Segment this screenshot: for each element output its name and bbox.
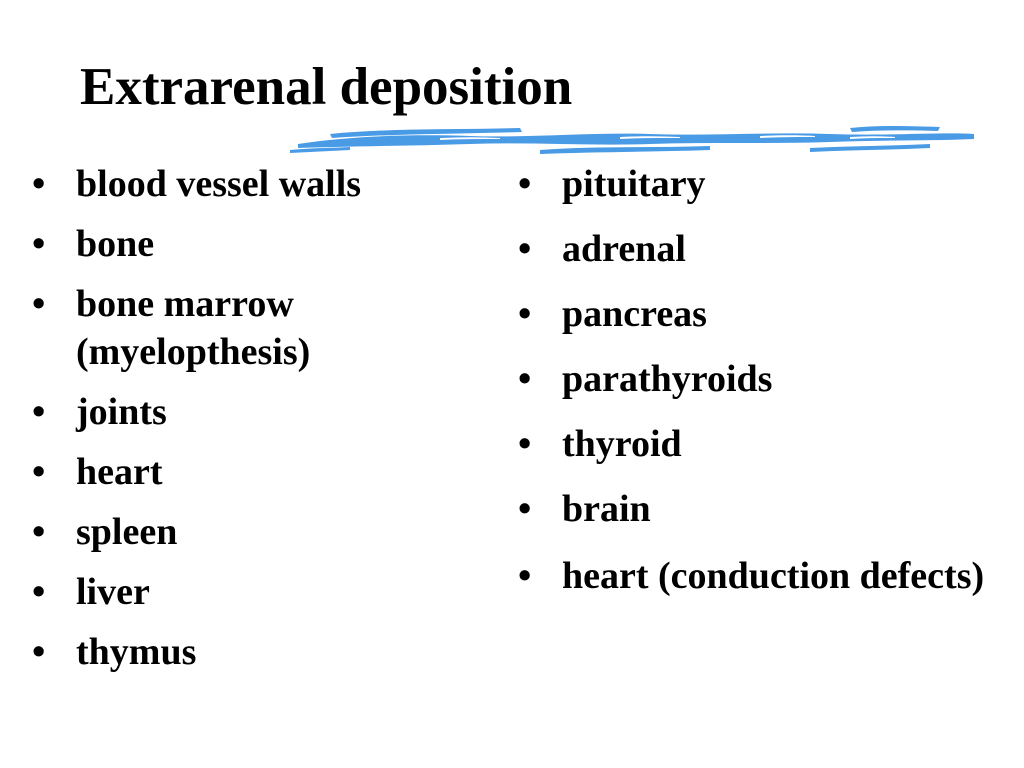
- right-bullet-list: • pituitary • adrenal • pancreas • parathyro…: [518, 160, 988, 620]
- list-item: • adrenal: [518, 225, 988, 273]
- bullet-icon: •: [32, 511, 46, 553]
- list-item: • spleen: [32, 508, 462, 556]
- slide-title: Extrarenal deposition: [80, 58, 573, 116]
- bullet-icon: •: [518, 555, 532, 597]
- bullet-icon: •: [32, 163, 46, 205]
- list-item-text: blood vessel walls: [76, 163, 362, 205]
- list-item-text: bone marrow (myelopthesis): [76, 283, 311, 373]
- bullet-icon: •: [32, 283, 46, 325]
- list-item-text: thyroid: [562, 423, 682, 465]
- list-item-text: joints: [76, 391, 167, 433]
- bullet-icon: •: [518, 488, 532, 530]
- title-underline-brush-stroke: [290, 126, 974, 154]
- list-item: • thyroid: [518, 420, 988, 468]
- list-item: • bone: [32, 220, 462, 268]
- list-item: • bone marrow (myelopthesis): [32, 280, 462, 376]
- list-item-text: pancreas: [562, 293, 707, 335]
- list-item-text: spleen: [76, 511, 178, 553]
- bullet-icon: •: [32, 571, 46, 613]
- list-item-text: parathyroids: [562, 358, 773, 400]
- list-item-text: bone: [76, 223, 155, 265]
- bullet-icon: •: [32, 391, 46, 433]
- bullet-icon: •: [518, 228, 532, 270]
- list-item: • joints: [32, 388, 462, 436]
- list-item: • heart (conduction defects): [518, 550, 988, 603]
- list-item-text: heart (conduction defects): [562, 555, 985, 597]
- list-item-text: thymus: [76, 631, 197, 673]
- list-item: • thymus: [32, 628, 462, 676]
- list-item: • blood vessel walls: [32, 160, 462, 208]
- list-item: • pituitary: [518, 160, 988, 208]
- bullet-icon: •: [518, 423, 532, 465]
- list-item: • parathyroids: [518, 355, 988, 403]
- bullet-icon: •: [518, 293, 532, 335]
- bullet-icon: •: [518, 163, 532, 205]
- list-item-text: heart: [76, 451, 163, 493]
- bullet-icon: •: [518, 358, 532, 400]
- bullet-icon: •: [32, 223, 46, 265]
- list-item: • pancreas: [518, 290, 988, 338]
- list-item: • liver: [32, 568, 462, 616]
- list-item-text: pituitary: [562, 163, 706, 205]
- list-item-text: adrenal: [562, 228, 686, 270]
- list-item-text: liver: [76, 571, 150, 613]
- list-item: • heart: [32, 448, 462, 496]
- list-item-text: brain: [562, 488, 651, 530]
- bullet-icon: •: [32, 451, 46, 493]
- bullet-icon: •: [32, 631, 46, 673]
- list-item: • brain: [518, 485, 988, 533]
- left-bullet-list: • blood vessel walls • bone • bone marrow (…: [32, 160, 462, 688]
